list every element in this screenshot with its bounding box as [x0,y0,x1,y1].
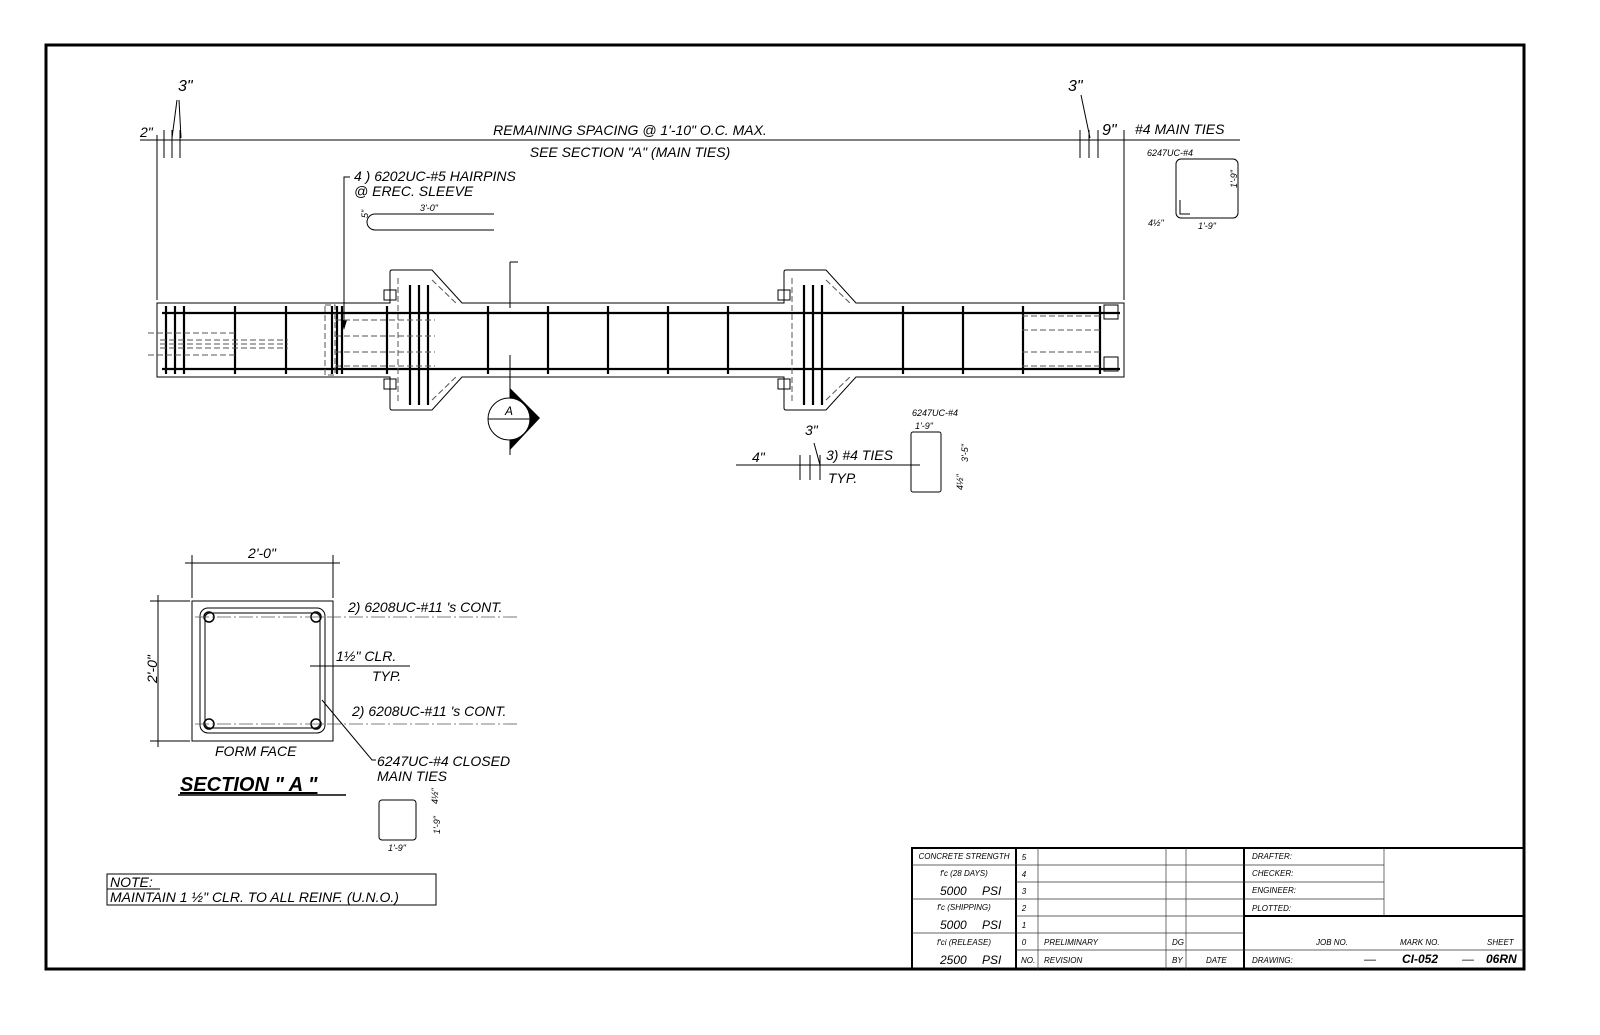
beam-elevation [148,261,1125,455]
hairpin-width: 5" [360,209,370,218]
rev-header-no: NO. [1021,956,1035,965]
section-a: 2'-0" 2'-0" 2) 6208UC-#11 's CONT. 2) 62… [144,545,520,853]
note-heading: NOTE: [110,874,153,890]
dimension-string: 2" 3" 3" 9" REMAINING SPACING @ 1'-10" O… [139,78,1240,300]
tie-height: 3'-5" [960,443,970,462]
fc28-label: f'c (28 DAYS) [940,869,988,878]
dim-left-2: 2" [139,124,154,140]
form-face-label: FORM FACE [215,743,297,759]
main-tie-hook: 4½" [1148,218,1165,228]
ties-dim-4: 4" [752,449,766,465]
sheet-label: SHEET [1487,938,1515,947]
general-note: NOTE: MAINTAIN 1 ½" CLR. TO ALL REINF. (… [106,873,437,906]
ties-dim-3: 3" [805,422,819,438]
rev-header-by: BY [1172,956,1183,965]
section-title: SECTION " A " [180,774,318,796]
spacing-note: REMAINING SPACING @ 1'-10" O.C. MAX. [493,122,767,138]
main-ties-label: #4 MAIN TIES [1135,121,1225,137]
tie-width: 1'-9" [915,421,934,431]
fci-label: f'ci (RELEASE) [937,938,991,947]
section-tie-bottom: 1'-9" [388,843,407,853]
see-section-note: SEE SECTION "A" (MAIN TIES) [530,144,731,160]
rev-header-date: DATE [1206,956,1227,965]
fc28-unit: PSI [982,884,1002,898]
fc-shipping-value: 5000 [940,918,967,932]
ties-label: 3) #4 TIES [826,447,894,463]
top-bars-label: 2) 6208UC-#11 's CONT. [347,599,502,615]
section-ties-label-2: MAIN TIES [377,768,448,784]
dim-right-9: 9" [1102,122,1118,139]
sheet-border [44,43,1526,971]
revision-desc: PRELIMINARY [1044,938,1099,947]
dim-left-3: 3" [178,78,194,95]
main-tie-width: 1'-9" [1198,221,1217,231]
engineer-label: ENGINEER: [1252,886,1296,895]
hairpin-length: 3'-0" [420,203,439,213]
note-text: MAINTAIN 1 ½" CLR. TO ALL REINF. (U.N.O.… [110,889,399,905]
section-tie-hook: 4½" [430,787,440,804]
job-no-label: JOB NO. [1315,938,1348,947]
revision-no: 1 [1022,921,1026,930]
fci-value: 2500 [939,953,967,967]
bottom-bars-label: 2) 6208UC-#11 's CONT. [351,703,506,719]
drafter-label: DRAFTER: [1252,852,1292,861]
revision-no: 3 [1022,887,1027,896]
section-marker-label: A [504,404,513,418]
hairpin-callout: 4 ) 6202UC-#5 HAIRPINS @ EREC. SLEEVE 3'… [341,168,517,330]
revision-no: 2 [1021,904,1027,913]
fc-shipping-label: f'c (SHIPPING) [937,903,991,912]
main-tie-mark: 6247UC-#4 [1147,148,1193,158]
section-tie-side: 1'-9" [432,815,442,834]
tie-mark: 6247UC-#4 [912,408,958,418]
section-ties-label: 6247UC-#4 CLOSED [377,753,510,769]
fci-unit: PSI [982,953,1002,967]
mark-no-label: MARK NO. [1400,938,1440,947]
hairpin-label: 4 ) 6202UC-#5 HAIRPINS [354,168,517,184]
section-marker: A [487,388,540,450]
checker-label: CHECKER: [1252,869,1293,878]
job-no-value: — [1363,952,1377,966]
typ-ties-callout: 4" 3" 3) #4 TIES TYP. 6247UC-#4 1'-9" 3'… [736,408,970,493]
rev-header-desc: REVISION [1044,956,1082,965]
revision-no: 0 [1022,938,1027,947]
revision-no: 5 [1022,853,1027,862]
drawing-label: DRAWING: [1252,956,1293,965]
main-tie-detail: 6247UC-#4 1'-9" 1'-9" 4½" [1147,148,1239,231]
hairpin-location: @ EREC. SLEEVE [354,183,474,199]
sheet-value: 06RN [1486,952,1517,966]
plotted-label: PLOTTED: [1252,904,1291,913]
revision-by: DG [1172,938,1184,947]
clear-typ-label: TYP. [372,668,401,684]
section-width-dim: 2'-0" [247,545,277,561]
mark-no-value: CI-052 [1402,952,1438,966]
fc28-value: 5000 [940,884,967,898]
concrete-strength-label: CONCRETE STRENGTH [918,852,1009,861]
fc-shipping-unit: PSI [982,918,1002,932]
section-height-dim: 2'-0" [144,654,160,684]
tie-hook: 4½" [955,473,965,490]
dim-right-3: 3" [1068,78,1084,95]
title-block: 5 4 3 2 1 0 PRELIMINARY DG CONCRETE STRENGTH f'… [911,847,1525,970]
main-tie-height: 1'-9" [1229,169,1239,188]
ties-typ: TYP. [828,470,857,486]
revision-no: 4 [1022,870,1027,879]
clear-cover-label: 1½" CLR. [336,648,396,664]
separator: — [1461,952,1475,966]
